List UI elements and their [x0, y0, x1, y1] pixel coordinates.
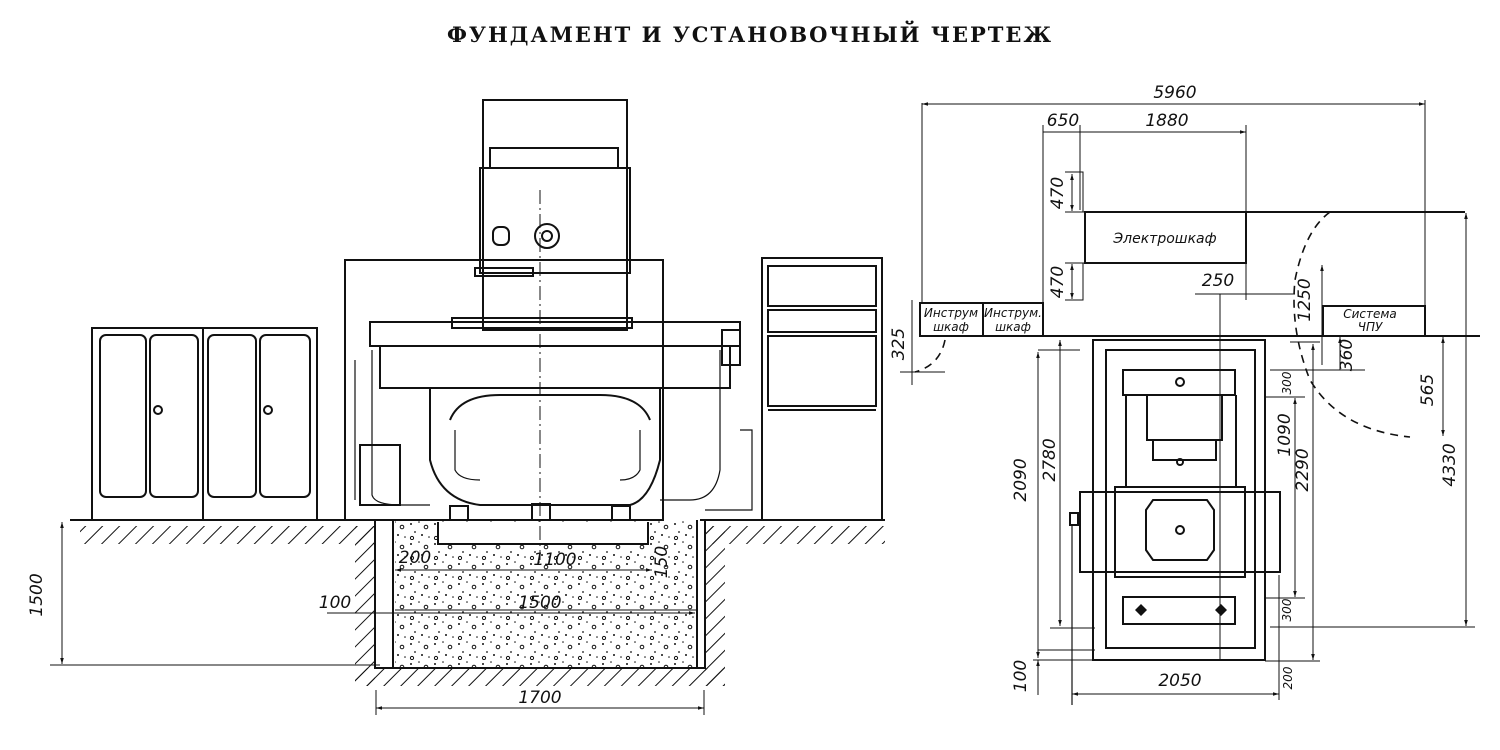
tool-cabinet-1-label-2: шкаф — [933, 320, 969, 334]
dim-right-offset: 150 — [652, 546, 672, 578]
dim-250: 250 — [1202, 271, 1234, 291]
pit-wall-hatch-right — [705, 526, 725, 686]
drawing-title: ФУНДАМЕНТ И УСТАНОВОЧНЫЙ ЧЕРТЕЖ — [447, 21, 1053, 47]
pit-bottom-hatch — [355, 668, 725, 686]
dim-1880: 1880 — [1145, 111, 1188, 131]
cnc-label-2: ЧПУ — [1358, 320, 1383, 334]
tool-cabinet-2-label: Инструм. — [984, 306, 1042, 320]
plan-view: 5960 650 1880 Электрошкаф 470 470 250 Ин… — [889, 83, 1480, 705]
dim-300-bottom: 300 — [1280, 598, 1294, 621]
dim-pit-width: 1700 — [518, 688, 561, 708]
dim-2780: 2780 — [1040, 438, 1060, 481]
tool-cabinet-2-label-2: шкаф — [995, 320, 1031, 334]
machine-front — [344, 99, 753, 560]
dim-2290: 2290 — [1293, 448, 1313, 491]
electro-cabinet — [1084, 211, 1247, 264]
dim-inner-width: 1500 — [518, 593, 561, 613]
dim-200: 200 — [1281, 666, 1295, 689]
electro-cabinet-label: Электрошкаф — [1112, 231, 1216, 247]
dim-565: 565 — [1418, 374, 1438, 406]
ground-hatch-left — [80, 526, 375, 544]
dim-2050: 2050 — [1158, 671, 1201, 691]
cnc-cabinet-front — [761, 257, 883, 521]
dim-1090: 1090 — [1275, 413, 1295, 456]
dim-360: 360 — [1337, 339, 1357, 371]
dim-4330: 4330 — [1440, 443, 1460, 486]
dim-1250: 1250 — [1295, 278, 1315, 321]
tool-cabinet-1-label: Инструм — [924, 306, 978, 320]
dim-470-bottom: 470 — [1048, 266, 1068, 298]
dim-325: 325 — [889, 328, 909, 360]
dim-left-offset: 200 — [399, 548, 431, 568]
dim-100: 100 — [1011, 660, 1031, 692]
machine-plan — [1069, 339, 1281, 705]
tool-cabinets-plan: Инструм шкаф Инструм. шкаф — [914, 302, 1044, 373]
dim-overall-width: 5960 — [1153, 83, 1196, 103]
dim-top-width: 1100 — [533, 550, 576, 570]
dim-470-top: 470 — [1048, 177, 1068, 209]
dim-wall: 100 — [319, 593, 351, 613]
dim-2090: 2090 — [1011, 458, 1031, 501]
dim-300-top: 300 — [1280, 371, 1294, 394]
dim-650: 650 — [1047, 111, 1079, 131]
front-dimensions: 1500 1700 1500 100 1100 200 150 — [27, 522, 705, 715]
leveling-mounts — [449, 503, 631, 521]
tool-cabinets — [91, 327, 318, 521]
bed-recess — [438, 522, 648, 544]
dim-depth: 1500 — [27, 573, 47, 616]
cnc-label: Система — [1343, 307, 1397, 321]
ground-hatch-right — [705, 526, 885, 544]
pit-wall-hatch-left — [355, 526, 375, 686]
front-view: 1500 1700 1500 100 1100 200 150 — [27, 99, 885, 715]
